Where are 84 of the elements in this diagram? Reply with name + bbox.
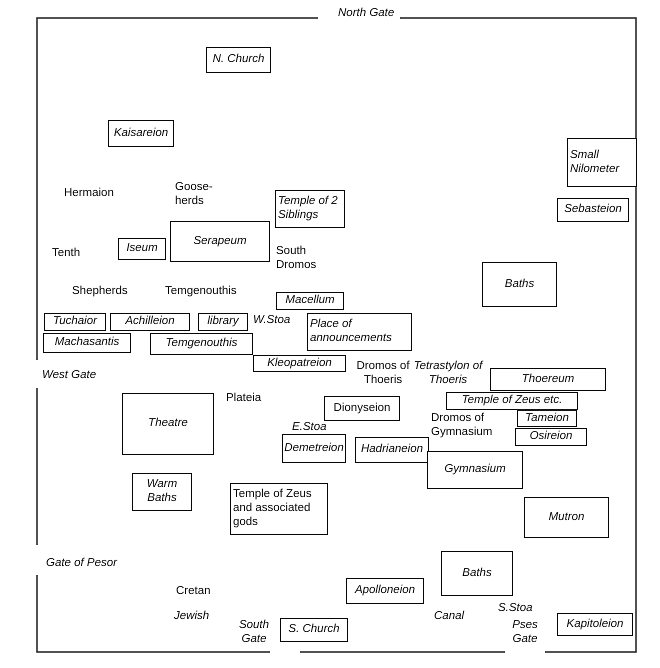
building-name: Serapeum: [193, 234, 247, 248]
building-box: [567, 138, 637, 187]
building-box: [170, 221, 270, 262]
building-box: [150, 333, 253, 355]
building-name: library: [207, 315, 239, 329]
building-name: N. Church: [212, 53, 264, 67]
building-box: [206, 47, 271, 73]
building-name: Temple of Zeus etc.: [462, 394, 562, 408]
building-name: Gymnasium: [444, 463, 506, 477]
building-name: Place of announcements: [310, 318, 393, 346]
place-label: E.Stoa: [292, 420, 327, 434]
building-box: [557, 198, 629, 222]
building-box: [230, 483, 328, 535]
place-label: Tenth: [52, 246, 80, 260]
place-label: Temgenouthis: [165, 284, 237, 298]
place-label: South Gate: [238, 618, 270, 647]
building-name: Machasantis: [54, 336, 120, 350]
place-label: Tetrastylon of Thoeris: [412, 359, 484, 388]
building-box: [524, 497, 609, 538]
place-label: Goose-herds: [175, 180, 214, 209]
building-name: Temgenouthis: [166, 337, 238, 351]
building-box: [446, 392, 578, 410]
place-label: S.Stoa: [498, 601, 533, 616]
place-label: Gate of Pesor: [46, 556, 117, 570]
building-name: Thoereum: [522, 372, 574, 386]
building-box: [280, 618, 348, 642]
building-box: [490, 368, 606, 391]
place-label: W.Stoa: [253, 313, 290, 328]
building-name: Tameion: [525, 412, 569, 426]
building-box: [557, 613, 633, 636]
place-label: Hermaion: [64, 186, 114, 200]
place-label: West Gate: [42, 368, 96, 382]
building-box: [44, 313, 106, 331]
building-name: Warm Baths: [146, 478, 178, 506]
place-label: Dromos of Gymnasium: [431, 411, 494, 440]
building-name: Kleopatreion: [267, 356, 332, 370]
building-box: [275, 190, 345, 228]
building-box: [122, 393, 214, 455]
building-name: Iseum: [126, 242, 158, 256]
building-box: [276, 292, 344, 310]
building-name: Kaisareion: [114, 126, 168, 140]
building-name: Temple of Zeus and associated gods: [233, 488, 313, 530]
place-label: Plateia: [226, 391, 262, 406]
building-box: [441, 551, 513, 596]
building-box: [427, 451, 523, 489]
building-box: [108, 120, 174, 147]
building-box: [307, 313, 412, 351]
building-name: Apolloneion: [354, 584, 416, 598]
building-name: Achilleion: [125, 315, 175, 329]
building-name: Dionyseion: [334, 402, 390, 416]
building-box: [43, 333, 131, 353]
building-name: Sebasteion: [564, 203, 622, 217]
building-name: Tuchaior: [53, 315, 97, 329]
building-box: [110, 313, 190, 331]
place-label: South Dromos: [276, 244, 318, 273]
place-label: Shepherds: [72, 284, 128, 298]
building-name: Baths: [504, 278, 534, 292]
building-name: S. Church: [288, 623, 340, 637]
building-box: [355, 437, 429, 463]
building-box: [198, 313, 248, 331]
building-name: Demetreion: [284, 442, 344, 456]
building-box: [482, 262, 557, 307]
building-box: [515, 428, 587, 446]
place-label: Jewish: [174, 609, 210, 624]
building-box: [253, 355, 346, 372]
place-label: Canal: [434, 609, 464, 624]
building-box: [118, 238, 166, 260]
building-name: Mutron: [548, 510, 584, 524]
building-name: Baths: [462, 566, 492, 580]
building-box: [517, 410, 577, 427]
building-name: Theatre: [148, 417, 188, 431]
place-label: Cretan: [176, 584, 211, 598]
place-label: Pses Gate: [511, 618, 539, 647]
building-box: [324, 396, 400, 421]
building-name: Temple of 2 Siblings: [278, 195, 339, 223]
building-box: [346, 578, 424, 604]
building-name: Macellum: [285, 294, 335, 308]
building-box: [132, 473, 192, 511]
building-name: Kapitoleion: [566, 618, 624, 632]
building-name: Osireion: [530, 430, 572, 444]
building-box: [282, 434, 346, 463]
place-label: North Gate: [338, 6, 394, 20]
building-name: Hadrianeion: [360, 443, 423, 457]
building-name: Small Nilometer: [570, 148, 620, 176]
